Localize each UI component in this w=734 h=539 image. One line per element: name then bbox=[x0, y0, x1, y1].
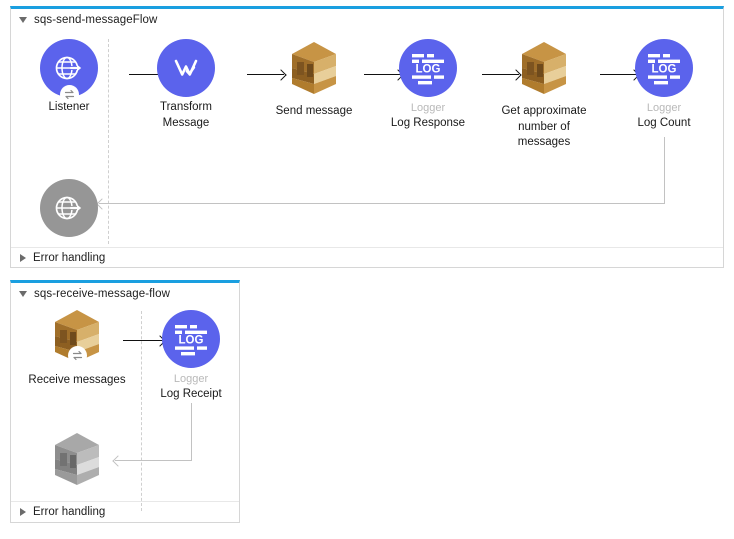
exchange-glyph bbox=[72, 350, 82, 361]
node-log-response[interactable]: LOG Logger Log Response bbox=[373, 39, 483, 131]
flow-title: sqs-receive-message-flow bbox=[34, 288, 170, 300]
node-error-handling-receive[interactable] bbox=[22, 428, 132, 490]
flow-container-receive[interactable]: sqs-receive-message-flow bbox=[10, 280, 240, 523]
node-transform-message[interactable]: Transform Message bbox=[131, 39, 241, 130]
globe-glyph bbox=[55, 196, 82, 220]
node-label-send-message: Send message bbox=[275, 105, 353, 117]
connector-transform-to-send bbox=[247, 74, 284, 75]
globe-glyph bbox=[55, 56, 82, 80]
svg-text:LOG: LOG bbox=[179, 335, 204, 347]
node-label-getapprox-l3: messages bbox=[517, 136, 571, 148]
exchange-glyph bbox=[64, 89, 74, 100]
log-glyph: LOG bbox=[648, 54, 680, 85]
flow-container-send[interactable]: sqs-send-messageFlow bbox=[10, 6, 724, 268]
node-label-receive-messages: Receive messages bbox=[28, 374, 126, 386]
error-handling-label: Error handling bbox=[33, 251, 106, 264]
node-listener[interactable]: Listener bbox=[14, 39, 124, 115]
connector-logresponse-to-getapprox bbox=[482, 74, 519, 75]
aws-sqs-icon bbox=[283, 37, 345, 99]
triangle-down-icon[interactable] bbox=[19, 291, 27, 297]
node-label-log-response: Log Response bbox=[390, 117, 466, 129]
node-sublabel-logger: Logger bbox=[646, 102, 682, 114]
aws-sqs-icon bbox=[513, 37, 575, 99]
flow-header-send[interactable]: sqs-send-messageFlow bbox=[11, 9, 723, 31]
error-handling-label: Error handling bbox=[33, 505, 106, 518]
http-badge-icon bbox=[59, 85, 79, 104]
return-path-horizontal bbox=[99, 203, 665, 204]
node-log-receipt[interactable]: LOG Logger Log Receipt bbox=[136, 310, 246, 402]
return-path-horizontal bbox=[115, 460, 192, 461]
node-label-log-count: Log Count bbox=[637, 117, 691, 129]
connector-getapprox-to-logcount bbox=[600, 74, 637, 75]
node-label-transform-l2: Message bbox=[162, 116, 210, 129]
log-glyph: LOG bbox=[175, 325, 207, 356]
connector-listener-to-transform bbox=[129, 74, 166, 75]
triangle-right-icon[interactable] bbox=[20, 253, 26, 262]
node-label-getapprox-l2: number of bbox=[518, 120, 570, 133]
transform-message-icon bbox=[157, 39, 215, 97]
sqs-glyph bbox=[292, 42, 336, 94]
node-label-listener: Listener bbox=[48, 101, 90, 113]
flow-title: sqs-send-messageFlow bbox=[34, 14, 158, 26]
node-log-count[interactable]: LOG Logger Log Count bbox=[609, 39, 719, 131]
node-receive-messages[interactable]: Receive messages bbox=[22, 305, 132, 388]
node-sublabel-logger: Logger bbox=[173, 373, 209, 385]
flow-source-divider bbox=[108, 39, 109, 244]
connector-send-to-logresponse bbox=[364, 74, 401, 75]
node-error-handling-listener[interactable] bbox=[14, 179, 124, 237]
node-get-approximate-number-of-messages[interactable]: Get approximate number of messages bbox=[489, 37, 599, 150]
aws-sqs-icon-disabled bbox=[46, 428, 108, 490]
exchange-badge-icon bbox=[67, 346, 87, 365]
globe-listener-icon bbox=[40, 39, 98, 104]
aws-sqs-icon bbox=[46, 305, 108, 367]
sqs-glyph-disabled bbox=[55, 433, 99, 485]
log-glyph: LOG bbox=[412, 54, 444, 85]
log-icon: LOG bbox=[635, 39, 693, 97]
transform-glyph bbox=[174, 59, 198, 76]
error-handling-bar-send[interactable]: Error handling bbox=[11, 247, 723, 267]
flow-source-divider bbox=[141, 311, 142, 511]
triangle-right-icon[interactable] bbox=[20, 507, 26, 516]
error-handling-bar-receive[interactable]: Error handling bbox=[11, 501, 239, 521]
node-sublabel-logger: Logger bbox=[410, 102, 446, 114]
sqs-glyph bbox=[522, 42, 566, 94]
return-path-vertical bbox=[191, 403, 192, 460]
node-label-getapprox-l1: Get approximate bbox=[501, 105, 587, 117]
node-send-message[interactable]: Send message bbox=[259, 37, 369, 119]
triangle-down-icon[interactable] bbox=[19, 17, 27, 23]
connector-receive-to-logreceipt bbox=[123, 340, 163, 341]
log-icon: LOG bbox=[399, 39, 457, 97]
return-path-vertical bbox=[664, 137, 665, 203]
globe-listener-icon-disabled bbox=[40, 179, 98, 237]
svg-text:LOG: LOG bbox=[416, 64, 441, 76]
node-label-transform-l1: Transform bbox=[160, 101, 212, 113]
flow-header-receive[interactable]: sqs-receive-message-flow bbox=[11, 283, 239, 305]
node-label-log-receipt: Log Receipt bbox=[160, 388, 222, 400]
log-icon: LOG bbox=[162, 310, 220, 368]
svg-text:LOG: LOG bbox=[652, 64, 677, 76]
